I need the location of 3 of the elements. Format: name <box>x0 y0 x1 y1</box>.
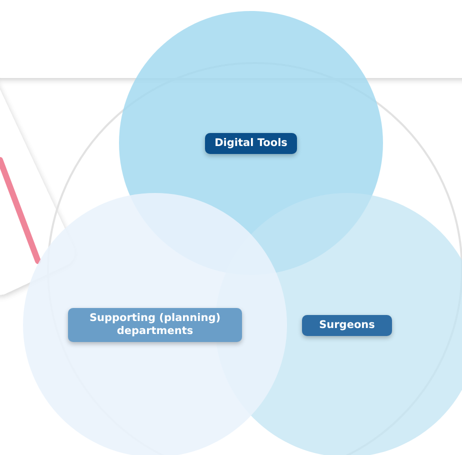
circle-label: Surgeons <box>302 314 392 336</box>
circle-label: Supporting (planning) departments <box>68 308 242 342</box>
circle-label: Digital Tools <box>205 132 297 154</box>
